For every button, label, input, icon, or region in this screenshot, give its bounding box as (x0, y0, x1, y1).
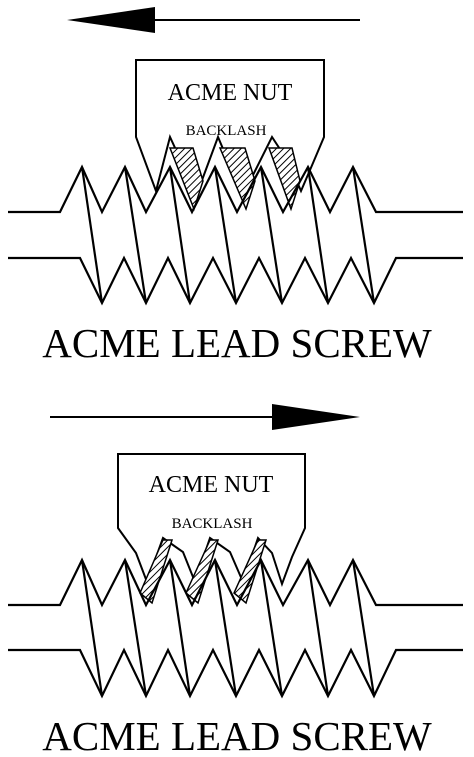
nut-label: ACME NUT (149, 472, 274, 498)
acme-lead-screw (8, 557, 463, 699)
backlash-label: BACKLASH (186, 123, 267, 139)
diagram-bottom: ACME NUT BACKLASH ACME LEAD SCREW (8, 404, 463, 757)
direction-arrow-left (67, 7, 360, 33)
diagram-top: ACME NUT BACKLASH ACME LEAD SCREW (8, 7, 463, 366)
direction-arrow-right (50, 404, 360, 430)
backlash-gap-hatches (139, 539, 268, 605)
acme-nut: ACME NUT BACKLASH (117, 453, 306, 588)
acme-lead-screw (8, 164, 463, 306)
screw-label: ACME LEAD SCREW (42, 320, 432, 366)
backlash-label: BACKLASH (172, 516, 253, 532)
screw-label: ACME LEAD SCREW (42, 713, 432, 757)
backlash-gap-hatches (168, 147, 301, 212)
nut-label: ACME NUT (168, 80, 293, 106)
